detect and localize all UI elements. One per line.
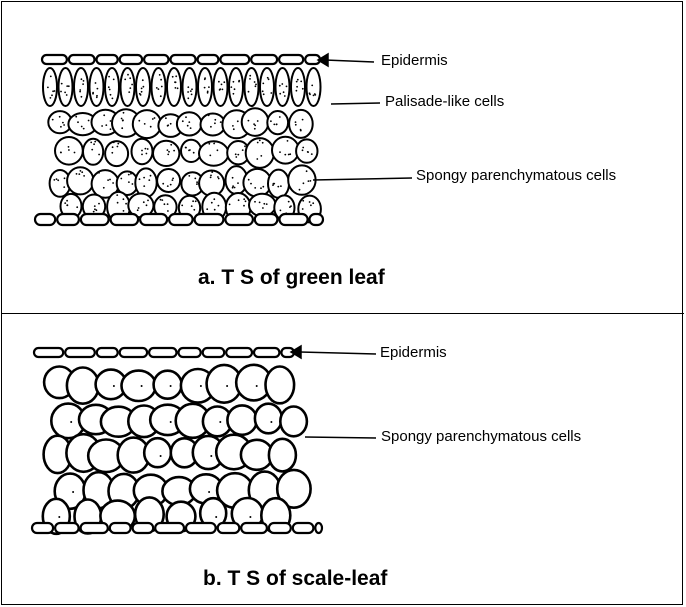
palisade-cell (307, 68, 321, 106)
label-epidermis-a: Epidermis (381, 52, 448, 69)
lower-epidermis-a (35, 214, 323, 225)
spongy-cell (133, 110, 161, 138)
epidermis-cell (35, 214, 55, 225)
spongy-cell (181, 140, 201, 162)
epidermis-cell (57, 214, 79, 225)
palisade-cell (152, 68, 166, 106)
palisade-cells (43, 68, 321, 106)
epidermis-cell (280, 214, 308, 225)
label-epidermis-b: Epidermis (380, 344, 447, 361)
label-palisade-cells: Palisade-like cells (385, 93, 504, 110)
epidermis-cell (81, 214, 109, 225)
epidermis-cell (220, 55, 249, 64)
epidermis-cell (97, 55, 118, 64)
spongy-cell (177, 112, 202, 135)
epidermis-cell (279, 55, 303, 64)
epidermis-cell (140, 214, 167, 225)
palisade-cell (90, 68, 104, 106)
spongy-cells-a (48, 108, 321, 222)
spongy-cell (132, 139, 153, 165)
pointer-lines-a (313, 54, 412, 180)
epidermis-cell (169, 214, 193, 225)
palisade-cell (167, 68, 181, 106)
epidermis-cell (120, 55, 142, 64)
epidermis-cell (144, 55, 168, 64)
caption-scale-leaf: b. T S of scale-leaf (203, 567, 387, 591)
epidermis-cell (255, 214, 278, 225)
epidermis-cell (171, 55, 196, 64)
caption-green-leaf: a. T S of green leaf (198, 266, 385, 290)
palisade-cell (260, 68, 274, 106)
spongy-cell (83, 139, 103, 165)
palisade-cell (276, 68, 290, 106)
spongy-cell (199, 141, 228, 165)
spongy-cell (267, 111, 288, 134)
palisade-cell (291, 68, 305, 106)
spongy-cell (288, 165, 315, 194)
epidermis-cell (195, 214, 224, 225)
palisade-cell (121, 68, 135, 106)
spongy-cell (242, 108, 269, 136)
label-spongy-cells-a: Spongy parenchymatous cells (416, 167, 616, 184)
palisade-cell (43, 68, 57, 106)
epidermis-cell (310, 214, 324, 225)
epidermis-cell (111, 214, 139, 225)
spongy-cell (105, 141, 128, 166)
label-spongy-cells-b: Spongy parenchymatous cells (381, 428, 581, 445)
epidermis-cell (69, 55, 95, 64)
epidermis-cell (198, 55, 219, 64)
palisade-cell (105, 68, 119, 106)
palisade-cell (74, 68, 88, 106)
upper-epidermis-a (42, 55, 320, 64)
spongy-cell (246, 138, 274, 168)
epidermis-cell (42, 55, 67, 64)
panel-divider (1, 313, 684, 314)
spongy-cell (157, 169, 180, 192)
palisade-cell (245, 68, 259, 106)
spongy-cell (296, 139, 317, 162)
epidermis-cell (251, 55, 277, 64)
palisade-cell (59, 68, 73, 106)
spongy-cell (153, 141, 179, 166)
palisade-cell (183, 68, 197, 106)
spongy-cell (268, 170, 289, 198)
epidermis-cell (225, 214, 253, 225)
green-leaf-section-diagram (0, 0, 686, 310)
palisade-cell (214, 68, 228, 106)
spongy-cell (289, 110, 313, 138)
spongy-cell (272, 137, 299, 164)
